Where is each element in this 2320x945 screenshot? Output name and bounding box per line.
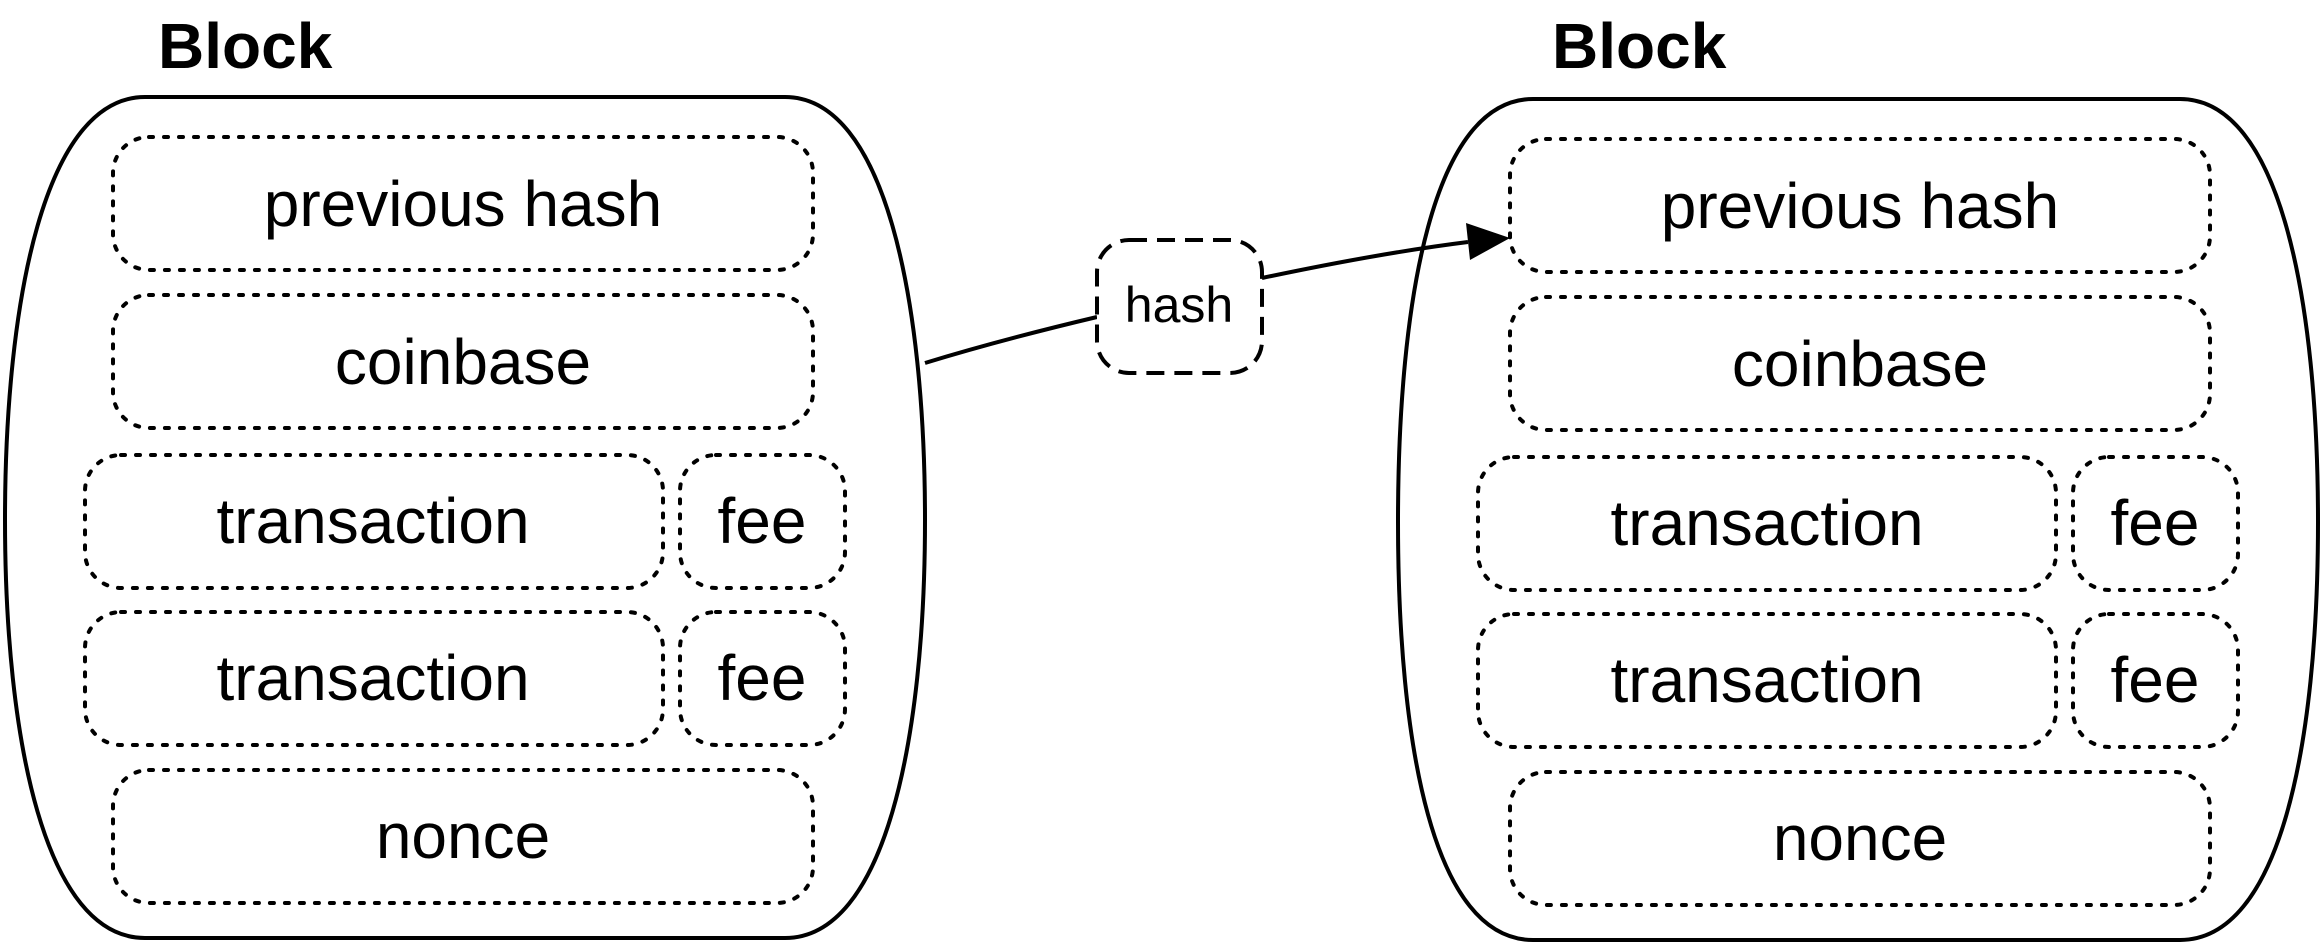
field-label: transaction [1610,487,1923,559]
field-label: nonce [376,800,550,872]
field-box [1508,295,2212,432]
field-transaction-1: transaction [1476,455,2058,592]
arrowhead-icon [1466,223,1510,260]
hash-label: hash [1125,277,1233,333]
field-box [111,135,815,272]
field-previous-hash: previous hash [111,135,815,272]
field-label: fee [2111,487,2200,559]
block-title: Block [158,10,333,82]
field-box [111,768,815,905]
field-box [1508,770,2212,907]
field-fee-2: fee [678,610,847,747]
field-previous-hash: previous hash [1508,137,2212,274]
field-label: coinbase [1732,328,1988,400]
hash-box [1095,238,1264,375]
field-transaction-1: transaction [83,453,665,590]
block-outline [1395,97,2320,942]
field-fee-2: fee [2071,612,2240,749]
block-outline [2,95,928,940]
field-label: fee [718,485,807,557]
field-label: coinbase [335,326,591,398]
field-box [1476,455,2058,592]
field-box [678,453,847,590]
field-transaction-2: transaction [1476,612,2058,749]
field-box [111,293,815,430]
field-nonce: nonce [111,768,815,905]
block-right: Block previous hash coinbase transaction… [1395,10,2320,942]
field-label: transaction [1610,644,1923,716]
connector-arrow-line [1261,240,1469,280]
field-box [1476,612,2058,749]
field-label: transaction [216,485,529,557]
field-label: nonce [1773,802,1947,874]
field-coinbase: coinbase [1508,295,2212,432]
connector-line [924,315,1098,365]
field-box [83,610,665,747]
field-box [83,453,665,590]
field-fee-1: fee [678,453,847,590]
field-nonce: nonce [1508,770,2212,907]
field-box [1508,137,2212,274]
field-box [2071,612,2240,749]
block-left: Block previous hash coinbase transaction… [2,10,928,940]
field-box [678,610,847,747]
field-box [2071,455,2240,592]
hash-link: hash [924,223,1510,375]
field-label: transaction [216,642,529,714]
field-fee-1: fee [2071,455,2240,592]
field-label: previous hash [264,168,662,240]
field-transaction-2: transaction [83,610,665,747]
field-label: fee [2111,644,2200,716]
field-label: previous hash [1661,170,2059,242]
block-title: Block [1552,10,1727,82]
field-label: fee [718,642,807,714]
field-coinbase: coinbase [111,293,815,430]
